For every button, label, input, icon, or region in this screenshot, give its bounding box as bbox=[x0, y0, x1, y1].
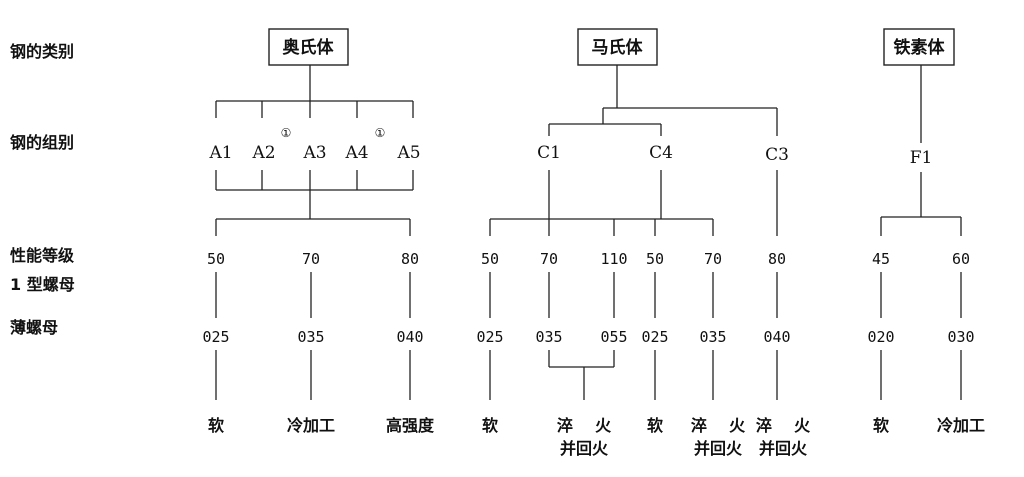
condition-a-high-strength: 高强度 bbox=[386, 416, 435, 435]
group-a1: A1 bbox=[208, 143, 232, 163]
condition-a-soft: 软 bbox=[208, 416, 224, 435]
category-box-austenitic bbox=[268, 28, 349, 66]
condition-c4-soft: 软 bbox=[647, 416, 663, 435]
condition-c4-quench: 淬 火 bbox=[691, 416, 746, 435]
condition-f-soft: 软 bbox=[873, 416, 889, 435]
grade-a-50: 50 bbox=[207, 250, 225, 268]
row-label-grade: 性能等级 bbox=[10, 246, 75, 265]
group-a2: A2 bbox=[251, 143, 275, 163]
category-box-ferritic bbox=[883, 28, 955, 66]
martensitic-connectors bbox=[489, 65, 778, 400]
thin-grade-c-035: 035 bbox=[535, 328, 562, 346]
condition-f-cold-worked: 冷加工 bbox=[937, 416, 985, 435]
row-label-type1-nut: 1 型螺母 bbox=[10, 275, 75, 294]
grade-c4-70: 70 bbox=[704, 250, 722, 268]
group-f1: F1 bbox=[910, 148, 933, 168]
category-austenitic: 奥氏体 bbox=[283, 37, 335, 58]
thin-grade-a-025: 025 bbox=[202, 328, 229, 346]
grade-a-80: 80 bbox=[401, 250, 419, 268]
austenitic-connectors bbox=[215, 65, 414, 400]
grade-c-70: 70 bbox=[540, 250, 558, 268]
condition-a-cold-worked: 冷加工 bbox=[287, 416, 335, 435]
grade-f-60: 60 bbox=[952, 250, 970, 268]
condition-row: 软 冷加工 高强度 软 淬 火 并回火 软 淬 火 并回火 淬 火 并回火 软 … bbox=[208, 416, 985, 458]
grade-c-50: 50 bbox=[481, 250, 499, 268]
grade-row: 50 70 80 50 70 110 50 70 80 45 60 bbox=[207, 250, 970, 268]
category-martensitic: 马氏体 bbox=[592, 37, 644, 58]
group-a4: A4 bbox=[344, 143, 368, 163]
grade-f-45: 45 bbox=[872, 250, 890, 268]
thin-grade-c4-035: 035 bbox=[699, 328, 726, 346]
row-label-thin-nut: 薄螺母 bbox=[10, 318, 58, 337]
condition-c3-temper: 并回火 bbox=[759, 439, 808, 458]
grade-c-110: 110 bbox=[600, 250, 627, 268]
row-label-group: 钢的组别 bbox=[10, 133, 74, 152]
group-a5: A5 bbox=[396, 143, 420, 163]
condition-c3-quench: 淬 火 bbox=[756, 416, 811, 435]
thin-grade-c4-025: 025 bbox=[641, 328, 668, 346]
ferritic-connectors bbox=[880, 65, 962, 400]
footnote-a4: ① bbox=[375, 126, 386, 140]
row-label-category: 钢的类别 bbox=[10, 42, 74, 61]
thin-grade-c3-040: 040 bbox=[763, 328, 790, 346]
thin-grade-c-055: 055 bbox=[600, 328, 627, 346]
thin-grade-a-035: 035 bbox=[297, 328, 324, 346]
grade-c4-50: 50 bbox=[646, 250, 664, 268]
thin-grade-row: 025 035 040 025 035 055 025 035 040 020 … bbox=[202, 328, 974, 346]
condition-c-soft: 软 bbox=[482, 416, 498, 435]
group-c4: C4 bbox=[649, 143, 673, 163]
thin-grade-c-025: 025 bbox=[476, 328, 503, 346]
grade-c3-80: 80 bbox=[768, 250, 786, 268]
group-c1: C1 bbox=[537, 143, 561, 163]
category-ferritic: 铁素体 bbox=[894, 37, 946, 58]
condition-c4-temper: 并回火 bbox=[694, 439, 743, 458]
group-c3: C3 bbox=[765, 145, 789, 165]
group-a3: A3 bbox=[302, 143, 326, 163]
footnote-a2: ① bbox=[281, 126, 292, 140]
grade-a-70: 70 bbox=[302, 250, 320, 268]
condition-c-temper: 并回火 bbox=[560, 439, 609, 458]
condition-c-quench: 淬 火 bbox=[557, 416, 612, 435]
category-box-martensitic bbox=[577, 28, 658, 66]
thin-grade-f-030: 030 bbox=[947, 328, 974, 346]
thin-grade-a-040: 040 bbox=[396, 328, 423, 346]
thin-grade-f-020: 020 bbox=[867, 328, 894, 346]
